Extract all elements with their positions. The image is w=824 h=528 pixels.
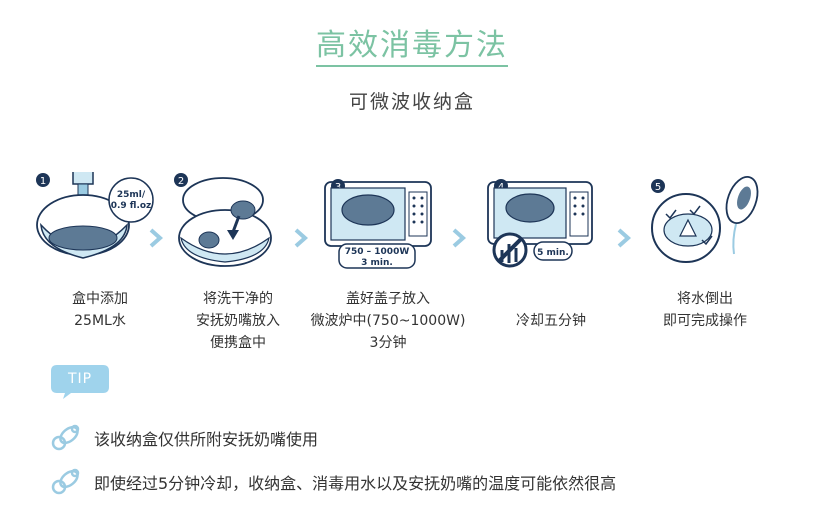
tip-badge: TIP [51,365,109,399]
microwave-illustration: 3 750 – 1000W 3 min. [324,179,432,269]
page-subtitle: 可微波收纳盒 [348,91,475,113]
note-text: 该收纳盒仅供所附安抚奶嘴使用 [94,430,319,449]
chevron-right-icon [149,228,164,248]
step-label: 将水倒出 即可完成操作 [663,291,747,329]
step-3: 3 750 – 1000W 3 min. 盖好盖子放入 微波炉中(750~100… [311,170,465,351]
chevron-right-icon [617,228,632,248]
note-item: 即使经过5分钟冷却，收纳盒、消毒用水以及安抚奶嘴的温度可能依然很高 [50,466,616,496]
svg-text:3 min.: 3 min. [361,258,393,268]
step-number-badge [36,173,50,187]
svg-text:25ml/: 25ml/ [117,190,146,200]
pacifier-icon [51,424,80,451]
svg-text:0.9 fl.oz: 0.9 fl.oz [111,201,152,211]
step-label: 盖好盖子放入 微波炉中(750~1000W) 3分钟 [310,291,466,351]
cooldown-illustration: 4 5 min. [487,179,593,268]
step-5: 5 将水倒出 即可完成操作 [640,170,770,329]
pacifier-icon [51,468,80,495]
insert-pacifier-illustration: 2 [174,173,272,267]
step-label: 盒中添加 25ML水 [72,291,128,329]
chevron-right-icon [294,228,309,248]
svg-text:2: 2 [178,176,184,187]
svg-text:750 – 1000W: 750 – 1000W [345,247,410,257]
step-1: 1 25ml/ 0.9 fl.oz 盒中添加 25ML水 [35,170,165,329]
note-item: 该收纳盒仅供所附安抚奶嘴使用 [50,422,318,452]
step-4: 4 5 min. 冷却五分钟 [486,170,616,329]
note-text: 即使经过5分钟冷却，收纳盒、消毒用水以及安抚奶嘴的温度可能依然很高 [94,474,617,493]
step-label: 冷却五分钟 [516,313,586,329]
chevron-right-icon [452,228,467,248]
svg-text:1: 1 [40,176,46,187]
svg-text:5 min.: 5 min. [537,248,569,258]
page-title: 高效消毒方法 [0,20,824,67]
fill-water-illustration: 1 25ml/ 0.9 fl.oz [36,172,154,259]
step-2: 2 将洗干净的 安抚奶嘴放入 便携盒中 [173,170,303,351]
tip-label: TIP [67,371,93,387]
drain-water-illustration: 5 [651,176,759,263]
step-label: 将洗干净的 安抚奶嘴放入 便携盒中 [196,291,280,351]
svg-text:5: 5 [655,182,661,193]
